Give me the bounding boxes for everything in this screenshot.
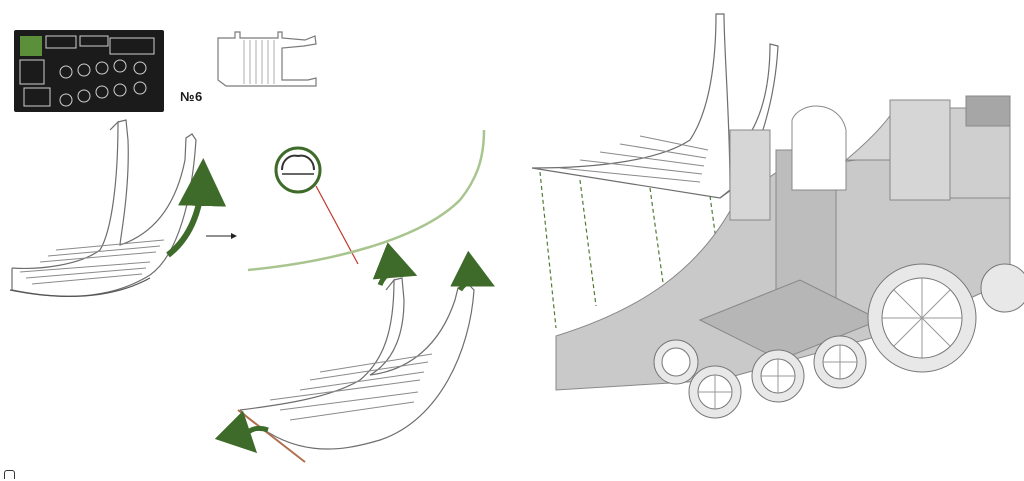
locomotive-wheels: [653, 263, 1024, 419]
locomotive-assembly: [555, 95, 1011, 391]
etched-sheet-icon: [14, 30, 164, 112]
curved-ladder-part-left: [9, 119, 197, 298]
magnifier-detail-icon: [274, 146, 359, 265]
page-corner-mark: [4, 470, 15, 479]
curved-ladder-part-bottom: [237, 277, 475, 463]
assembly-guide-lines: [539, 171, 717, 329]
part-number-label: №6: [180, 89, 203, 104]
rotate-arrow-icon: [214, 242, 495, 454]
thin-curved-strip: [247, 129, 486, 272]
flat-part-thumbnail: [217, 31, 317, 87]
bend-arrow-icon: [166, 158, 227, 258]
